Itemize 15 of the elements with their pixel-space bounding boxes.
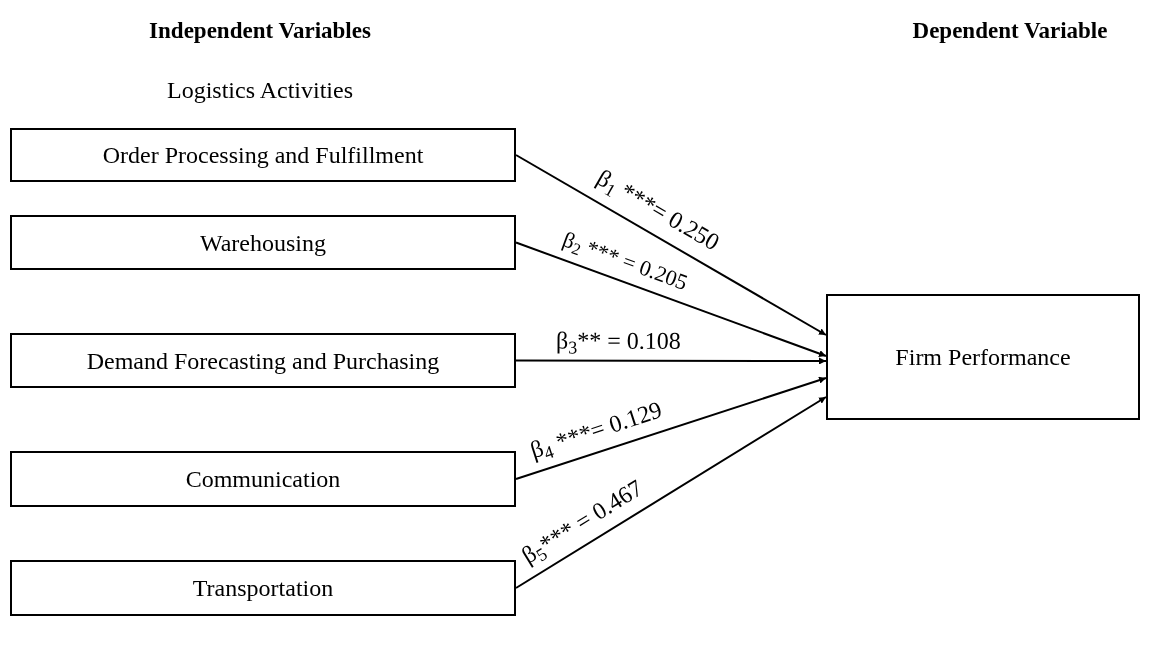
- arrow: [515, 376, 827, 480]
- variable-box: Transportation: [10, 560, 516, 616]
- arrow: [515, 396, 827, 589]
- edge-label: β$_{3}$** = 0.108: [555, 328, 681, 353]
- variable-box: Warehousing: [10, 215, 516, 270]
- variable-box: Order Processing and Fulfillment: [10, 128, 516, 182]
- group-heading: Logistics Activities: [166, 76, 354, 105]
- column-heading: Independent Variables: [148, 17, 372, 45]
- arrow: [515, 241, 827, 357]
- variable-box: Demand Forecasting and Purchasing: [10, 333, 516, 388]
- variable-box: Firm Performance: [826, 294, 1140, 420]
- column-heading: Dependent Variable: [911, 17, 1109, 45]
- variable-box: Communication: [10, 451, 516, 507]
- arrow: [515, 357, 827, 365]
- arrow: [515, 154, 827, 336]
